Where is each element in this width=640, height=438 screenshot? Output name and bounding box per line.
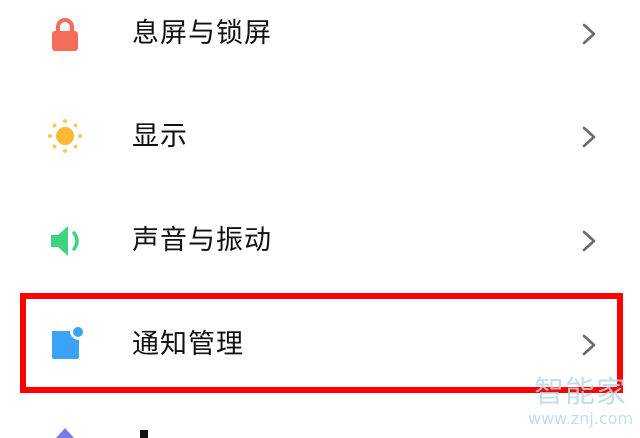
chevron-right-icon <box>582 126 596 148</box>
watermark: 智能家 www.znj.com <box>528 377 633 429</box>
partial-next-item-label <box>140 430 148 438</box>
lock-icon <box>52 18 78 51</box>
sun-icon <box>48 119 82 153</box>
watermark-title: 智能家 <box>534 375 628 410</box>
chevron-right-icon <box>582 334 596 356</box>
settings-item-lock-screen[interactable]: 息屏与锁屏 <box>0 0 640 86</box>
highlight-box <box>20 293 623 393</box>
chevron-right-icon <box>582 230 596 252</box>
partial-next-item-icon <box>56 428 74 438</box>
settings-item-sound-vibration[interactable]: 声音与振动 <box>0 190 640 294</box>
notification-icon <box>52 327 83 359</box>
settings-item-label: 通知管理 <box>132 329 244 360</box>
settings-item-display[interactable]: 显示 <box>0 86 640 190</box>
settings-item-notification-management[interactable]: 通知管理 <box>0 293 640 397</box>
settings-item-label: 声音与振动 <box>132 225 272 256</box>
watermark-url: www.znj.com <box>528 409 634 428</box>
settings-item-label: 息屏与锁屏 <box>132 18 272 49</box>
settings-item-label: 显示 <box>132 121 188 152</box>
speaker-icon <box>51 226 79 256</box>
chevron-right-icon <box>582 23 596 45</box>
